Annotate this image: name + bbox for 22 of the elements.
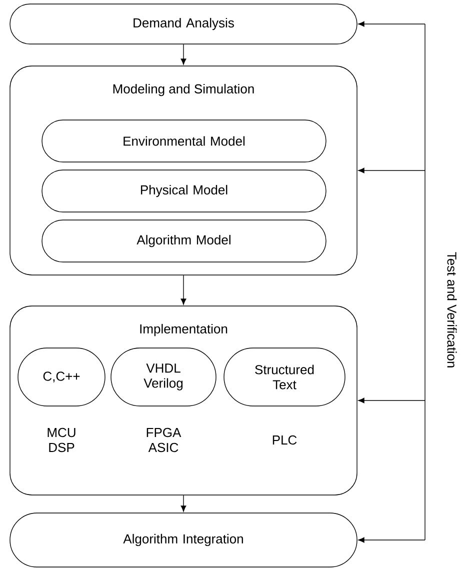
model-box: Algorithm Model — [42, 220, 326, 262]
arrow — [180, 275, 186, 305]
arrow — [358, 21, 426, 27]
device-label: MCU DSP — [48, 428, 76, 452]
heading: Implementation — [140, 324, 228, 336]
model-box: VHDL Verilog — [110, 348, 216, 406]
model-box: Environmental Model — [42, 120, 326, 162]
process-box: Demand Analysis — [10, 4, 358, 44]
arrow — [358, 537, 426, 543]
model-box: Physical Model — [42, 170, 326, 212]
model-box: C,C++ — [18, 348, 106, 406]
arrow — [180, 44, 186, 65]
process-box: Algorithm Integration — [10, 512, 358, 568]
device-label: PLC — [272, 435, 297, 445]
feedback-line — [424, 24, 426, 540]
arrow — [180, 495, 186, 512]
arrow — [358, 168, 426, 174]
device-label: FPGA ASIC — [146, 428, 182, 452]
side-label: Test and Verification — [447, 252, 457, 368]
arrow — [358, 398, 426, 404]
heading: Modeling and Simulation — [113, 84, 254, 96]
model-box: Structured Text — [224, 348, 346, 406]
